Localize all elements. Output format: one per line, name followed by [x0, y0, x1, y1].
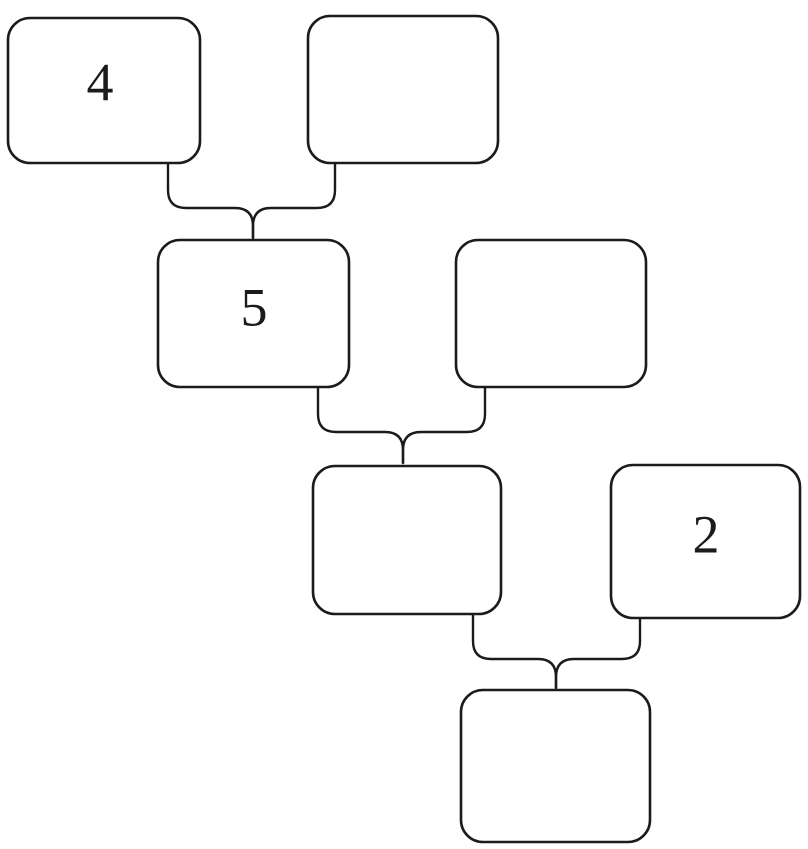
brace-left-arm: [316, 386, 405, 465]
node-box[interactable]: [459, 688, 652, 844]
brace-connector: [316, 386, 487, 465]
node-box[interactable]: [6, 16, 202, 165]
brace-left-arm: [166, 162, 255, 240]
node-r1c1[interactable]: 4: [6, 16, 202, 165]
brace-right-arm: [554, 613, 642, 690]
node-box[interactable]: [311, 464, 503, 616]
node-r3c1[interactable]: [311, 464, 503, 616]
node-box[interactable]: [156, 238, 351, 389]
brace-right-arm: [401, 386, 487, 465]
node-r3c2[interactable]: 2: [609, 463, 802, 620]
node-box[interactable]: [306, 14, 500, 165]
node-box[interactable]: [454, 238, 648, 389]
node-r2c2[interactable]: [454, 238, 648, 389]
node-box[interactable]: [609, 463, 802, 620]
node-label: 5: [241, 277, 268, 337]
node-r1c2[interactable]: [306, 14, 500, 165]
brace-connector: [471, 613, 642, 690]
node-label: 2: [693, 504, 720, 564]
node-r2c1[interactable]: 5: [156, 238, 351, 389]
node-r4c1[interactable]: [459, 688, 652, 844]
brace-connector: [166, 162, 337, 240]
brace-right-arm: [251, 162, 337, 240]
brace-left-arm: [471, 613, 558, 690]
node-label: 4: [87, 52, 114, 112]
